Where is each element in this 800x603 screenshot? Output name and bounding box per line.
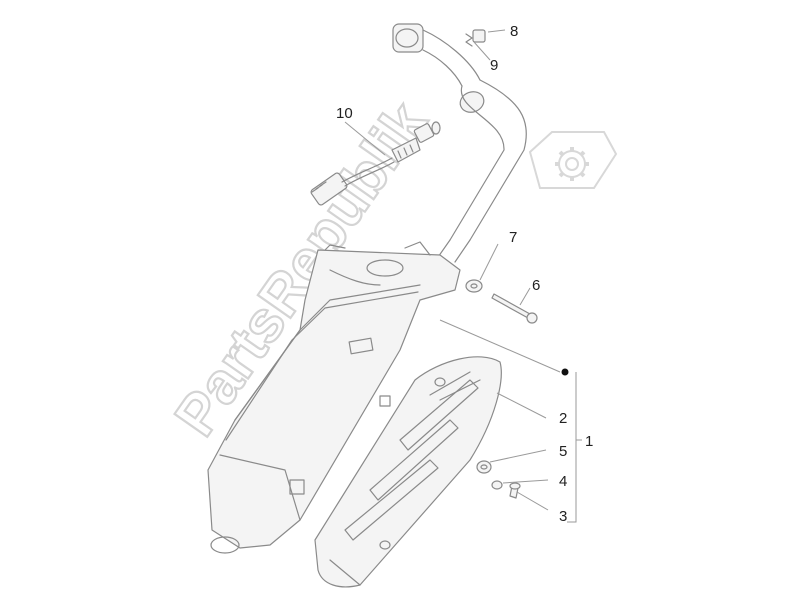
exhaust-pipe bbox=[392, 23, 527, 263]
leader-lines bbox=[344, 29, 582, 523]
washer-part-4 bbox=[491, 480, 503, 490]
callout-8: 8 bbox=[510, 23, 518, 40]
grommet-part-5 bbox=[476, 460, 492, 474]
assembly-marker-dot bbox=[561, 368, 569, 376]
heat-shield-part-2 bbox=[314, 356, 502, 588]
callout-9: 9 bbox=[490, 57, 498, 74]
callout-labels: 1 2 3 4 5 6 7 8 9 10 bbox=[336, 23, 593, 525]
callout-5: 5 bbox=[559, 443, 567, 460]
callout-10: 10 bbox=[336, 105, 353, 122]
oxygen-sensor-part-10 bbox=[310, 121, 441, 206]
callout-1: 1 bbox=[585, 433, 593, 450]
clip-part-8 bbox=[472, 29, 486, 43]
callout-4: 4 bbox=[559, 473, 567, 490]
gear-icon bbox=[528, 131, 618, 189]
callout-6: 6 bbox=[532, 277, 540, 294]
callout-2: 2 bbox=[559, 410, 567, 427]
washer-part-7 bbox=[465, 279, 483, 293]
callout-7: 7 bbox=[509, 229, 517, 246]
spring-part-9 bbox=[465, 33, 473, 47]
bolt-part-6 bbox=[491, 293, 538, 324]
muffler-body bbox=[207, 241, 461, 554]
callout-3: 3 bbox=[559, 508, 567, 525]
screw-part-3 bbox=[509, 482, 521, 499]
